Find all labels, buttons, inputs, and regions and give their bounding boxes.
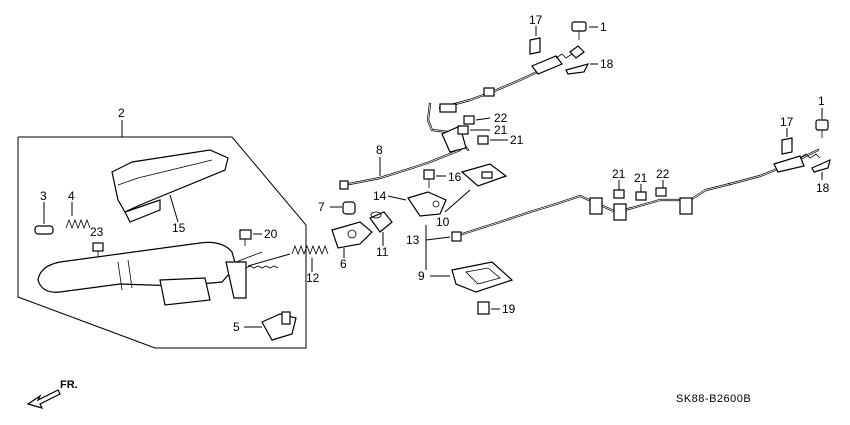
release-rod bbox=[34, 202, 54, 235]
callout-22-upper: 22 bbox=[494, 111, 508, 125]
clip-18-top bbox=[565, 63, 598, 75]
parking-brake-lever bbox=[37, 241, 263, 306]
bolt-20 bbox=[239, 229, 262, 246]
callout-4: 4 bbox=[68, 189, 75, 203]
callout-15: 15 bbox=[172, 221, 186, 235]
callout-5: 5 bbox=[233, 320, 240, 334]
callout-6: 6 bbox=[340, 257, 347, 271]
front-direction-label: FR. bbox=[60, 379, 78, 391]
lever-cover bbox=[111, 149, 229, 223]
callout-18-right: 18 bbox=[816, 181, 830, 195]
callout-1-top: 1 bbox=[600, 20, 607, 34]
equalizer-bushing bbox=[369, 211, 393, 246]
guide-bracket bbox=[444, 163, 508, 213]
clip-18-right bbox=[811, 158, 831, 180]
callout-18-top: 18 bbox=[600, 57, 614, 71]
callout-21-upper-a: 21 bbox=[494, 123, 508, 137]
callout-9: 9 bbox=[418, 269, 425, 283]
cable-guide-14 bbox=[387, 191, 447, 217]
adjusting-spring bbox=[291, 244, 329, 272]
callout-10: 10 bbox=[436, 215, 450, 229]
ratchet-spring bbox=[65, 202, 91, 230]
callout-19: 19 bbox=[502, 302, 516, 316]
switch-bracket bbox=[244, 311, 297, 341]
callout-20: 20 bbox=[264, 227, 278, 241]
callout-2: 2 bbox=[118, 106, 125, 120]
callout-1-right: 1 bbox=[818, 94, 825, 108]
clip-17-right bbox=[781, 128, 793, 155]
callout-21-lower-a: 21 bbox=[612, 167, 626, 181]
callout-8: 8 bbox=[376, 143, 383, 157]
bolt-21-lower-a bbox=[613, 180, 625, 199]
callout-21-lower-b: 21 bbox=[634, 171, 648, 185]
callout-3: 3 bbox=[40, 189, 47, 203]
callout-21-upper-b: 21 bbox=[510, 133, 524, 147]
bolt-1-right bbox=[815, 108, 829, 138]
center-cable bbox=[339, 148, 462, 190]
bolt-21-upper-a bbox=[457, 125, 490, 135]
equalizer-pin bbox=[330, 201, 356, 215]
bolt-22-upper bbox=[463, 115, 491, 125]
equalizer-rod bbox=[245, 253, 291, 269]
callout-12: 12 bbox=[306, 271, 320, 285]
bolt-1-top bbox=[571, 21, 598, 40]
callout-11: 11 bbox=[376, 245, 389, 259]
mount-plate bbox=[430, 261, 514, 293]
bolt-21-upper-b bbox=[477, 135, 508, 145]
diagram-code: SK88-B2600B bbox=[676, 393, 751, 405]
bolt-21-lower-b bbox=[635, 184, 647, 201]
callout-7: 7 bbox=[318, 200, 325, 214]
equalizer bbox=[331, 221, 373, 258]
clip-17-top bbox=[529, 26, 541, 55]
callout-17-right: 17 bbox=[780, 115, 794, 129]
callout-17-top: 17 bbox=[529, 13, 543, 27]
rear-cable-lower bbox=[425, 148, 821, 270]
callout-23: 23 bbox=[90, 225, 104, 239]
callout-14: 14 bbox=[373, 189, 387, 203]
bolt-16 bbox=[423, 169, 446, 188]
lever-assembly-box bbox=[17, 120, 307, 349]
front-arrow-icon: FR. bbox=[26, 379, 78, 409]
callout-16: 16 bbox=[448, 170, 462, 184]
bolt-22-lower bbox=[655, 180, 667, 197]
bolt-19 bbox=[477, 301, 500, 315]
callout-13: 13 bbox=[406, 233, 420, 247]
callout-22-lower: 22 bbox=[656, 167, 670, 181]
